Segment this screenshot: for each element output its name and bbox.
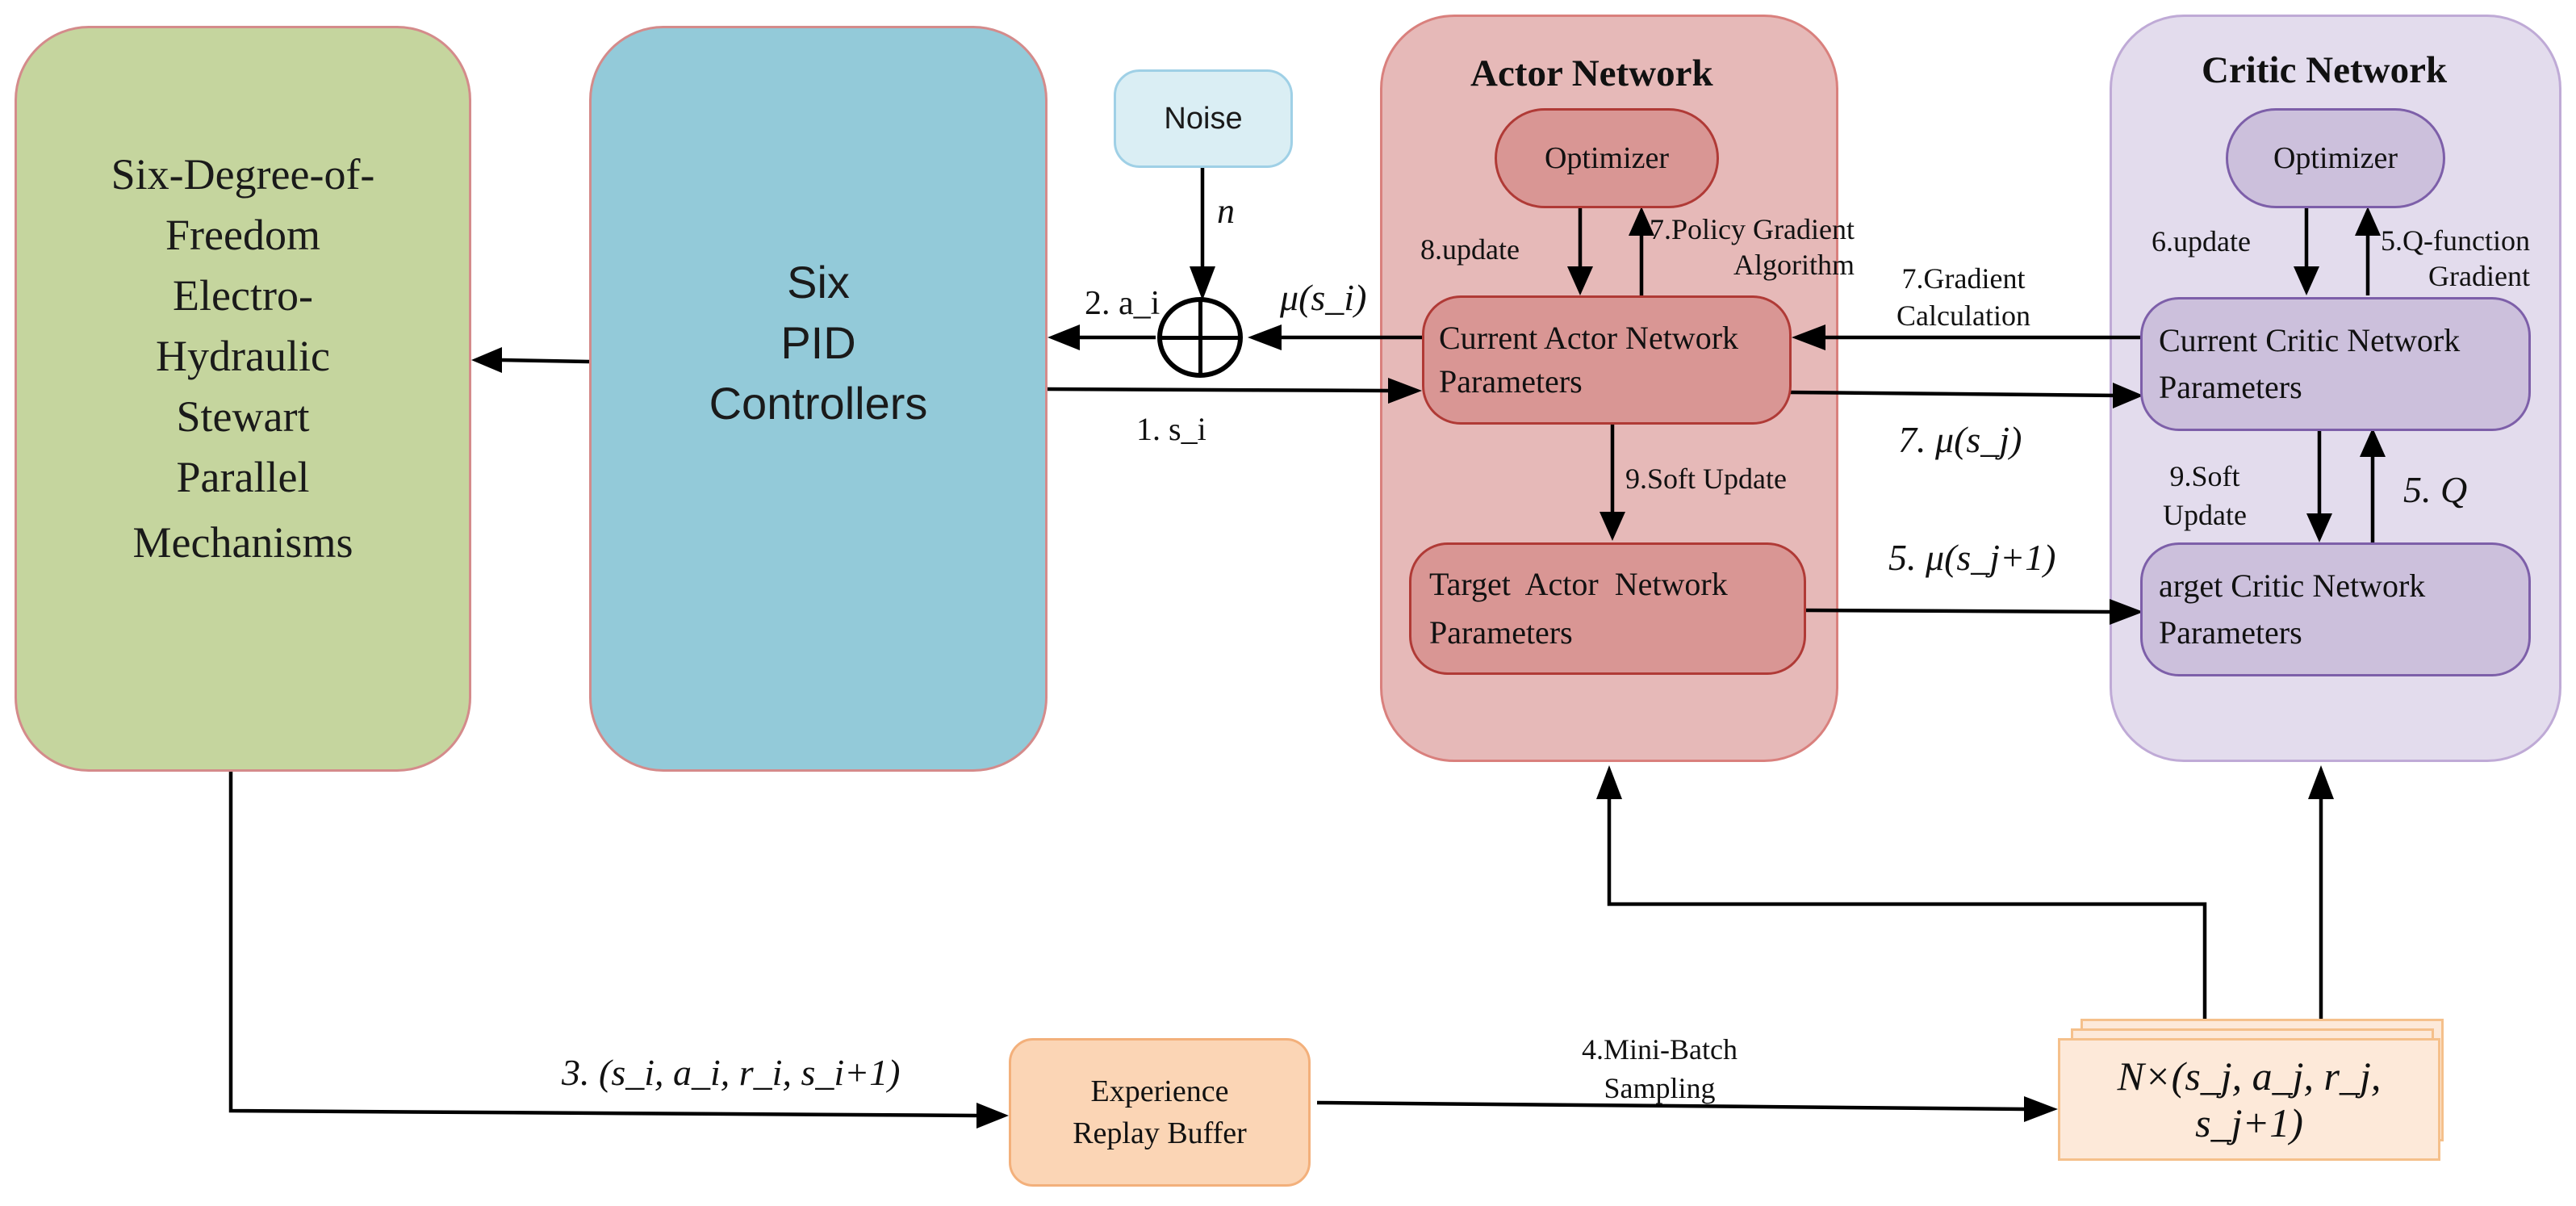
- stewart-mechanism-block: Six-Degree-of- Freedom Electro- Hydrauli…: [15, 26, 471, 772]
- mu-sj-label: 7. μ(s_j): [1898, 419, 2022, 460]
- state-label: 1. s_i: [1136, 411, 1206, 447]
- stewart-line-4: Hydraulic: [156, 331, 330, 380]
- arrow-mu-sj-to-critic: [1789, 390, 2120, 398]
- actor-current-line-1: Current Actor Network: [1439, 320, 1739, 356]
- critic-current-line-2: Parameters: [2159, 369, 2302, 405]
- arrow-stewart-to-replay: [228, 772, 979, 1118]
- actor-update-label: 8.update: [1420, 233, 1520, 266]
- arrowhead-critic-current: [2113, 383, 2143, 408]
- pid-line-2: PID: [780, 316, 856, 368]
- gradient-calc-line-2: Calculation: [1896, 299, 2030, 332]
- arrowhead-sum: [1190, 266, 1215, 300]
- noise-block: Noise: [1114, 69, 1293, 168]
- arrowhead-batch-critic: [2308, 765, 2334, 799]
- noise-label: Noise: [1164, 101, 1243, 136]
- policy-gradient-label: 7.Policy Gradient Algorithm: [1650, 211, 1855, 283]
- arrowhead-replay: [976, 1103, 1009, 1129]
- actor-current-line-2: Parameters: [1439, 363, 1583, 400]
- arrowhead-pid: [1048, 325, 1080, 350]
- replay-line-1: Experience: [1090, 1074, 1229, 1108]
- stewart-line-2: Freedom: [165, 210, 320, 259]
- arrowhead-mu-sum: [1248, 325, 1282, 350]
- pid-controllers-block: Six PID Controllers: [589, 26, 1048, 772]
- actor-target-line-1: Target Actor Network: [1429, 566, 1728, 602]
- pid-line-3: Controllers: [709, 377, 928, 429]
- arrowhead-critic-opt-down: [2294, 266, 2319, 295]
- arrow-mu-sj1-to-critic-target: [1805, 608, 2110, 614]
- arrowhead-gradient: [1792, 325, 1825, 350]
- arrowhead-critic-q: [2360, 428, 2386, 457]
- transition-label: 3. (s_i, a_i, r_i, s_i+1): [562, 1052, 901, 1093]
- policy-gradient-line-1: 7.Policy Gradient: [1650, 213, 1855, 245]
- stewart-line-5: Stewart: [176, 392, 310, 441]
- critic-network-title: Critic Network: [2202, 49, 2448, 91]
- actor-soft-update-label: 9.Soft Update: [1625, 463, 1787, 495]
- replay-buffer-block: Experience Replay Buffer: [1009, 1038, 1311, 1187]
- stewart-line-6: Parallel: [176, 452, 310, 501]
- q-gradient-label: 5.Q-function Gradient: [2381, 223, 2530, 294]
- critic-target-line-1: arget Critic Network: [2159, 567, 2426, 604]
- arrowhead-actor-opt-down: [1567, 266, 1593, 295]
- summing-junction: [1157, 297, 1243, 378]
- critic-target-node: arget Critic Network Parameters: [2140, 542, 2531, 676]
- arrow-replay-to-batch: [1316, 1100, 2026, 1112]
- actor-optimizer-label: Optimizer: [1544, 141, 1670, 175]
- action-label: 2. a_i: [1085, 285, 1160, 322]
- minibatch-block: N×(s_j, a_j, r_j, s_j+1): [2058, 1038, 2440, 1161]
- actor-network-title: Actor Network: [1470, 52, 1713, 94]
- q-value-label: 5. Q: [2403, 469, 2468, 510]
- gradient-calc-label: 7.Gradient Calculation: [1896, 260, 2030, 334]
- arrow-batch-to-actor: [1607, 799, 2207, 1019]
- minibatch-label: N×(s_j, a_j, r_j, s_j+1): [2117, 1053, 2382, 1145]
- pid-line-1: Six: [787, 256, 850, 308]
- critic-target-line-2: Parameters: [2159, 614, 2302, 651]
- policy-gradient-line-2: Algorithm: [1733, 249, 1855, 281]
- actor-optimizer-node: Optimizer: [1495, 108, 1719, 208]
- sampling-label: 4.Mini-Batch Sampling: [1582, 1030, 1738, 1108]
- arrowhead-stewart: [471, 347, 502, 373]
- q-gradient-line-2: Gradient: [2428, 260, 2530, 292]
- critic-current-node: Current Critic Network Parameters: [2140, 297, 2531, 431]
- stewart-line-7: Mechanisms: [132, 517, 353, 567]
- actor-target-line-2: Parameters: [1429, 614, 1573, 651]
- policy-output-label: μ(s_i): [1280, 277, 1367, 318]
- arrowhead-batch-actor: [1596, 765, 1622, 799]
- arrowhead-critic-soft: [2306, 513, 2332, 542]
- sampling-line-2: Sampling: [1604, 1072, 1716, 1104]
- critic-optimizer-node: Optimizer: [2226, 108, 2445, 208]
- critic-current-line-1: Current Critic Network: [2159, 322, 2461, 358]
- arrow-state-to-actor: [1047, 387, 1390, 393]
- arrow-pid-to-stewart: [501, 358, 590, 364]
- arrowhead-actor-state: [1388, 378, 1422, 404]
- critic-soft-update-label: 9.Soft Update: [2163, 457, 2247, 534]
- critic-soft-update-line-2: Update: [2163, 499, 2247, 531]
- stewart-line-3: Electro-: [173, 270, 313, 320]
- critic-optimizer-label: Optimizer: [2273, 141, 2398, 175]
- stewart-line-1: Six-Degree-of-: [111, 149, 375, 199]
- arrowhead-actor-soft: [1600, 512, 1625, 541]
- sampling-line-1: 4.Mini-Batch: [1582, 1033, 1738, 1066]
- q-gradient-line-1: 5.Q-function: [2381, 224, 2530, 257]
- replay-line-2: Replay Buffer: [1073, 1116, 1247, 1150]
- arrowhead-critic-up: [2355, 207, 2381, 236]
- arrowhead-batch: [2024, 1096, 2058, 1122]
- mu-sj1-label: 5. μ(s_j+1): [1888, 537, 2056, 578]
- actor-current-node: Current Actor Network Parameters: [1422, 295, 1792, 425]
- gradient-calc-line-1: 7.Gradient: [1901, 262, 2026, 295]
- arrowhead-critic-target: [2110, 599, 2143, 625]
- actor-target-node: Target Actor Network Parameters: [1409, 542, 1806, 675]
- noise-variable-label: n: [1217, 191, 1235, 231]
- critic-update-label: 6.update: [2152, 225, 2251, 258]
- arrowhead-actor-up: [1629, 207, 1654, 236]
- critic-soft-update-line-1: 9.Soft: [2169, 460, 2240, 492]
